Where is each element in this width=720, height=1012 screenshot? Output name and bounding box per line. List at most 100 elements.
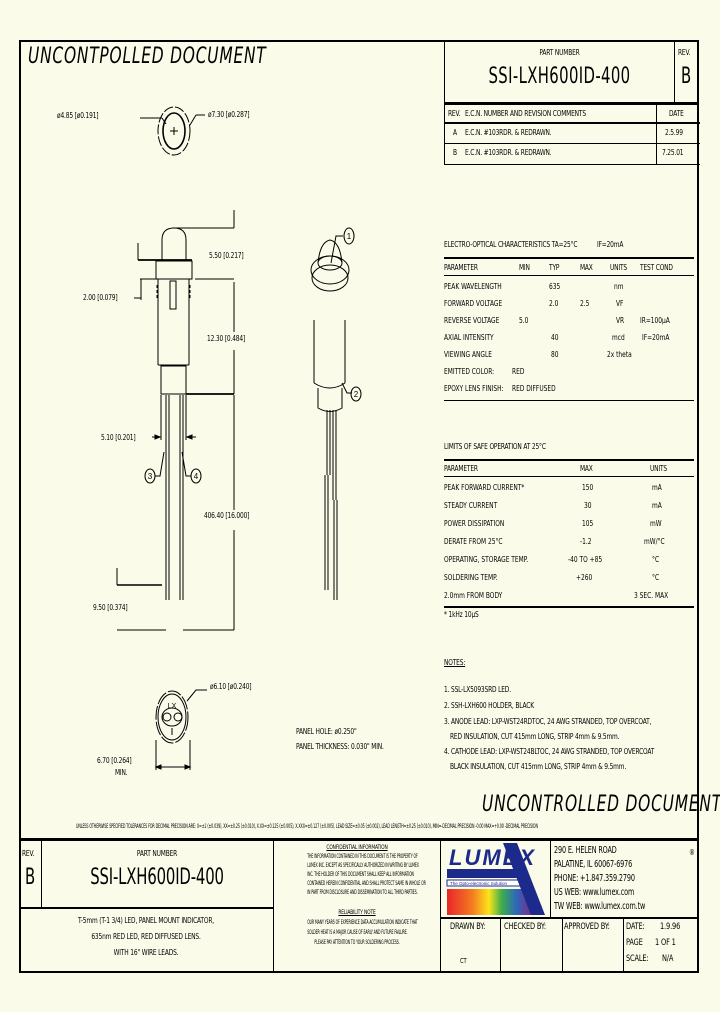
date-label: DATE: (626, 922, 645, 932)
dim-bottom-dia: ø6.10 [ø0.240] (210, 682, 252, 691)
rev-label: REV. (678, 48, 691, 57)
sa-row: STEADY CURRENT 30 mA (444, 501, 662, 510)
part-number-label: PART NUMBER (539, 48, 580, 57)
watermark-top: UNCONTPOLLED DOCUMENT (28, 44, 267, 69)
eo-extra: EMITTED COLOR: RED (444, 367, 525, 376)
confidential-line: THE INFORMATION CONTAINED IN THIS DOCUME… (307, 853, 418, 860)
part-number: SSI-LXH600ID-400 (488, 64, 631, 89)
confidential-line: IN PART FROM DISCLOSURE AND DISSEMINATIO… (307, 889, 418, 896)
notes-title: NOTES: (444, 658, 466, 667)
dim-bottom-width: 6.70 [0.264] (97, 756, 132, 765)
bottom-title-block: REV. B PART NUMBER SSI-LXH600ID-400 T-5m… (19, 841, 699, 973)
city-line: PALATINE, IL 60067-6976 (554, 859, 633, 870)
eo-row: PEAK WAVELENGTH 635 nm (444, 282, 624, 291)
rev-col-header: REV. (448, 109, 461, 118)
sa-header-param: PARAMETER (444, 464, 478, 473)
eo-condition: IF=20mA (597, 240, 624, 249)
registered-icon: ® (689, 848, 695, 857)
safe-operation-table: LIMITS OF SAFE OPERATION AT 25°C PARAMET… (444, 442, 694, 632)
eo-row: VIEWING ANGLE 80 2x theta (444, 350, 632, 359)
dim-lead-spacing: 5.10 [0.201] (101, 433, 136, 442)
note-item: 1. SSL-LX5093SRD LED. (444, 685, 511, 694)
svg-text:LX: LX (168, 703, 177, 710)
svg-text:The Opto-electronic Solution: The Opto-electronic Solution (450, 881, 508, 886)
eo-title: ELECTRO-OPTICAL CHARACTERISTICS TA=25°C (444, 240, 578, 249)
eo-row: REVERSE VOLTAGE 5.0 VR IR=100µA (444, 316, 670, 325)
eo-row: FORWARD VOLTAGE 2.0 2.5 VF (444, 299, 624, 308)
confidential-title: CONFIDENTIAL INFORMATION (326, 844, 388, 851)
date-value: 1.9.96 (660, 922, 681, 932)
sa-row: PEAK FORWARD CURRENT* 150 mA (444, 483, 662, 492)
drawn-by-label: DRAWN BY: (450, 922, 486, 932)
scale-value: N/A (662, 954, 674, 964)
eo-header-min: MIN (519, 263, 530, 272)
note-item: 2. SSH-LXH600 HOLDER, BLACK (444, 701, 534, 710)
sa-row: OPERATING, STORAGE TEMP. -40 TO +85 °C (444, 555, 660, 564)
rev-row-date: 7.25.01 (662, 148, 684, 157)
confidential-line: LUMEX INC. EXCEPT AS SPECIFICALLY AUTHOR… (307, 862, 419, 869)
approved-by-label: APPROVED BY: (564, 922, 610, 932)
dim-lens: 5.50 [0.217] (209, 251, 244, 260)
confidential-line: INC. THE HOLDER OF THIS DOCUMENT SHALL K… (307, 871, 414, 878)
confidential-line: CONTAINED HEREIN CONFIDENTIAL AND SHALL … (307, 880, 426, 887)
dim-outer-dia: ø7.30 [ø0.287] (208, 110, 250, 119)
drawn-by-value: CT (460, 957, 467, 965)
sa-footnote: * 1kHz 10µS (444, 610, 479, 619)
rev-row-rev: A (453, 128, 457, 137)
dim-strip: 9.50 [0.374] (93, 603, 128, 612)
watermark-bottom: UNCONTROLLED DOCUMENT (482, 792, 720, 817)
rev-label: REV. (22, 849, 35, 858)
sa-header-max: MAX (580, 464, 593, 473)
rev-value: B (681, 64, 692, 89)
part-number-block-top: PART NUMBER SSI-LXH600ID-400 REV. B (444, 40, 699, 103)
sa-row: 2.0mm FROM BODY 3 SEC. MAX (444, 591, 669, 600)
address-line: 290 E. HELEN ROAD (554, 845, 617, 856)
phone-line: PHONE: +1.847.359.2790 (554, 873, 635, 884)
sa-row: POWER DISSIPATION 105 mW (444, 519, 662, 528)
reliability-title: RELIABILITY NOTE (338, 909, 376, 916)
drawing-frame (19, 40, 699, 973)
callout-4: 4 (194, 472, 199, 481)
dim-bottom-width-suffix: MIN. (115, 768, 128, 777)
confidential-info: CONFIDENTIAL INFORMATION THE INFORMATION… (274, 841, 440, 973)
note-item: RED INSULATION, CUT 415mm LONG, STRIP 4m… (450, 732, 620, 741)
dim-inner-dia: ø4.85 [ø0.191] (57, 111, 99, 120)
date-col-header: DATE (669, 109, 684, 118)
revision-table: REV. E.C.N. NUMBER AND REVISION COMMENTS… (444, 105, 700, 165)
page-value: 1 OF 1 (655, 938, 676, 948)
callout-1: 1 (347, 232, 352, 241)
divider (19, 838, 699, 841)
electro-optical-table: ELECTRO-OPTICAL CHARACTERISTICS TA=25°C … (444, 238, 694, 413)
notes: NOTES: 1. SSL-LX5093SRD LED. 2. SSH-LXH6… (444, 658, 694, 778)
note-item: 4. CATHODE LEAD: LXP-WST24BLTOC, 24 AWG … (444, 747, 655, 756)
signoff-block: DRAWN BY: CT CHECKED BY: APPROVED BY: DA… (440, 919, 699, 973)
reliability-line: PLEASE PAY ATTENTION TO YOUR SOLDERING P… (314, 939, 400, 946)
rev-row-comment: E.C.N. #103RDR. & REDRAWN. (465, 148, 552, 157)
note-item: BLACK INSULATION, CUT 415mm LONG, STRIP … (450, 762, 627, 771)
dim-lead-length: 406.40 [16.000] (204, 511, 250, 520)
dim-flange: 2.00 [0.079] (83, 293, 118, 302)
sa-header-units: UNITS (650, 464, 668, 473)
eo-header-test: TEST COND (640, 263, 673, 272)
note-item: 3. ANODE LEAD: LXP-WST24RDTOC, 24 AWG ST… (444, 717, 652, 726)
rev-value: B (25, 865, 36, 890)
scale-label: SCALE: (626, 954, 649, 964)
company-address: 290 E. HELEN ROAD PALATINE, IL 60067-697… (550, 841, 700, 917)
tw-web-link[interactable]: TW WEB: www.lumex.com.tw (554, 901, 646, 912)
divider (444, 102, 699, 105)
page-label: PAGE (626, 938, 643, 948)
rev-row-rev: B (453, 148, 457, 157)
description-line: T-5mm (T-1 3/4) LED, PANEL MOUNT INDICAT… (78, 916, 214, 925)
eo-extra: EPOXY LENS FINISH: RED DIFFUSED (444, 384, 556, 393)
us-web-link[interactable]: US WEB: www.lumex.com (554, 887, 635, 898)
sa-title: LIMITS OF SAFE OPERATION AT 25°C (444, 442, 546, 451)
reliability-line: OUR MANY YEARS OF EXPERIENCE DATA ACCUMU… (307, 919, 418, 926)
callout-2: 2 (354, 390, 359, 399)
eo-row: AXIAL INTENSITY 40 mcd IF=20mA (444, 333, 670, 342)
description-line: WITH 16" WIRE LEADS. (113, 948, 179, 957)
sa-row: DERATE FROM 25°C -1.2 mW/°C (444, 537, 665, 546)
callout-3: 3 (148, 472, 153, 481)
sa-row: SOLDERING TEMP. +260 °C (444, 573, 660, 582)
part-number: SSI-LXH600ID-400 (90, 865, 224, 890)
